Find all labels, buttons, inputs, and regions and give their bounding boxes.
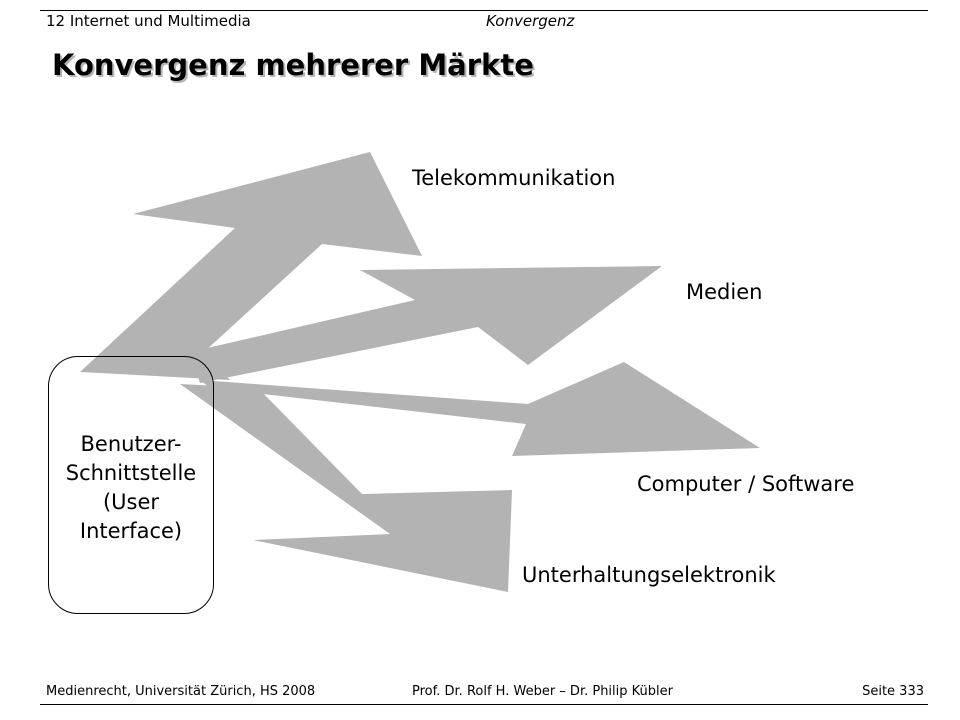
label-computer-software: Computer / Software [637, 472, 855, 496]
label-telekommunikation: Telekommunikation [412, 166, 616, 190]
header-section: Konvergenz [486, 12, 575, 30]
user-interface-box [48, 356, 214, 614]
header-rule [40, 10, 928, 11]
arrow-unterhaltung [180, 384, 512, 592]
user-interface-line-4: Interface) [79, 519, 183, 543]
footer-rule [40, 704, 928, 705]
label-unterhaltungselektronik: Unterhaltungselektronik [522, 563, 776, 587]
page-title: Konvergenz mehrerer Märkte [52, 48, 534, 82]
user-interface-line-2: Schnittstelle [65, 461, 197, 485]
user-interface-line-1: Benutzer- [80, 432, 182, 456]
arrow-telekommunikation [80, 152, 422, 380]
header-chapter: 12 Internet und Multimedia [46, 12, 251, 30]
label-medien: Medien [686, 280, 763, 304]
footer-page-number: Seite 333 [862, 684, 924, 699]
arrow-computer [200, 362, 760, 456]
footer-authors: Prof. Dr. Rolf H. Weber – Dr. Philip Küb… [412, 684, 673, 699]
footer-course: Medienrecht, Universität Zürich, HS 2008 [46, 684, 316, 699]
user-interface-label: Benutzer- Schnittstelle (User Interface) [48, 430, 214, 546]
arrow-medien [190, 266, 662, 383]
user-interface-line-3: (User [102, 490, 160, 514]
